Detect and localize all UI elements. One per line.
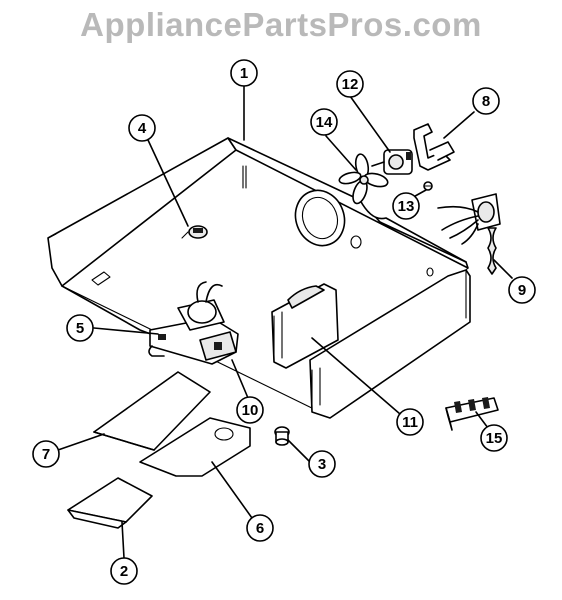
callout-7: 7 [32,440,60,468]
svg-text:11: 11 [402,414,418,431]
leader-lines [57,85,513,559]
callout-2: 2 [110,557,138,585]
svg-text:7: 7 [42,446,50,463]
svg-text:1: 1 [240,65,248,82]
svg-text:10: 10 [242,402,259,419]
callout-15: 15 [480,424,508,452]
svg-text:13: 13 [398,198,415,215]
callout-12: 12 [336,70,364,98]
bumper-3 [274,426,290,446]
callout-1: 1 [230,59,258,87]
svg-text:14: 14 [316,114,333,131]
screw-13 [423,181,433,191]
svg-text:5: 5 [76,320,84,337]
fan-blade-14 [338,153,389,205]
callout-10: 10 [236,396,264,424]
svg-text:12: 12 [342,76,359,93]
svg-text:9: 9 [518,282,526,299]
motor-12 [371,149,413,175]
callout-3: 3 [308,450,336,478]
base-pan [47,137,471,419]
svg-text:3: 3 [318,456,326,473]
svg-text:15: 15 [486,430,503,447]
callout-11: 11 [396,408,424,436]
callout-6: 6 [246,514,274,542]
callout-14: 14 [310,108,338,136]
svg-text:2: 2 [120,563,128,580]
wedge-7 [93,371,211,451]
clip-15 [445,397,499,431]
terminal-block-9 [437,193,501,275]
callout-5: 5 [66,314,94,342]
svg-text:6: 6 [256,520,264,537]
thermostat-disc [181,225,208,239]
control-assembly [148,281,239,365]
callout-13: 13 [392,192,420,220]
callout-8: 8 [472,87,500,115]
svg-text:8: 8 [482,93,490,110]
cover-2 [67,477,153,529]
watermark-logo: AppliancePartsPros.com [80,6,482,43]
callout-4: 4 [128,114,156,142]
svg-text:4: 4 [138,120,147,137]
callout-9: 9 [508,276,536,304]
bracket-8 [413,123,455,171]
tray-6 [139,417,251,477]
